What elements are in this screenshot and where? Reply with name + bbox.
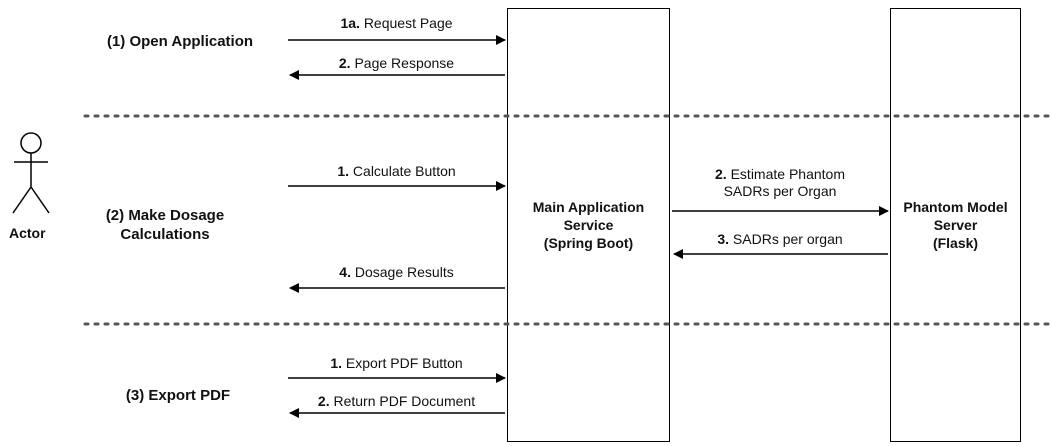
main-service-line-2: Service (563, 217, 614, 233)
msg-calculate-button-num: 1. (337, 163, 350, 179)
msg-dosage-results-text: Dosage Results (354, 264, 454, 280)
msg-request-page: 1a. Request Page (288, 15, 505, 32)
msg-dosage-results-num: 4. (339, 264, 351, 280)
msg-sadrs-per-organ-text: SADRs per organ (732, 231, 843, 247)
msg-calculate-button-text: Calculate Button (352, 163, 456, 179)
phantom-server-line-2: Server (933, 217, 978, 233)
main-application-service-label: Main Application Service (Spring Boot) (507, 198, 670, 252)
msg-estimate-phantom-num: 2. (715, 166, 727, 182)
msg-export-pdf-button-text: Export PDF Button (345, 355, 463, 371)
msg-page-response: 2. Page Response (288, 55, 505, 72)
msg-estimate-phantom-line-2: SADRs per Organ (723, 183, 837, 199)
msg-request-page-num: 1a. (340, 15, 360, 31)
phase-2-text-line-2: Calculations (120, 226, 210, 243)
phase-make-dosage-calculations: (2) Make Dosage Calculations (45, 206, 285, 244)
msg-estimate-phantom: 2. Estimate Phantom SADRs per Organ (672, 166, 888, 200)
msg-return-pdf-num: 2. (317, 393, 330, 409)
main-service-line-1: Main Application (532, 199, 645, 215)
msg-sadrs-per-organ-num: 3. (717, 231, 730, 247)
phase-2-text-line-1: (2) Make Dosage (105, 207, 225, 224)
msg-sadrs-per-organ: 3. SADRs per organ (672, 231, 888, 248)
phantom-server-line-3: (Flask) (932, 235, 979, 251)
phantom-model-server-box (890, 8, 1021, 442)
msg-export-pdf-button: 1. Export PDF Button (288, 355, 505, 372)
actor-label: Actor (9, 225, 46, 241)
msg-page-response-text: Page Response (354, 55, 455, 71)
msg-estimate-phantom-line-1: Estimate Phantom (730, 166, 845, 182)
phantom-server-line-1: Phantom Model (903, 199, 1008, 215)
msg-request-page-text: Request Page (363, 15, 453, 31)
phase-1-text: (1) Open Application (106, 33, 254, 50)
phantom-model-server-label: Phantom Model Server (Flask) (890, 198, 1021, 252)
msg-export-pdf-button-num: 1. (330, 355, 343, 371)
phase-open-application: (1) Open Application (60, 32, 300, 51)
msg-return-pdf: 2. Return PDF Document (288, 393, 505, 410)
phase-export-pdf: (3) Export PDF (58, 386, 298, 405)
phase-3-text: (3) Export PDF (125, 387, 231, 404)
msg-calculate-button: 1. Calculate Button (288, 163, 505, 180)
msg-dosage-results: 4. Dosage Results (288, 264, 505, 281)
msg-page-response-num: 2. (338, 55, 351, 71)
actor-figure (12, 132, 50, 214)
main-service-line-3: (Spring Boot) (543, 235, 634, 251)
msg-return-pdf-text: Return PDF Document (333, 393, 476, 409)
main-application-service-box (507, 8, 670, 442)
